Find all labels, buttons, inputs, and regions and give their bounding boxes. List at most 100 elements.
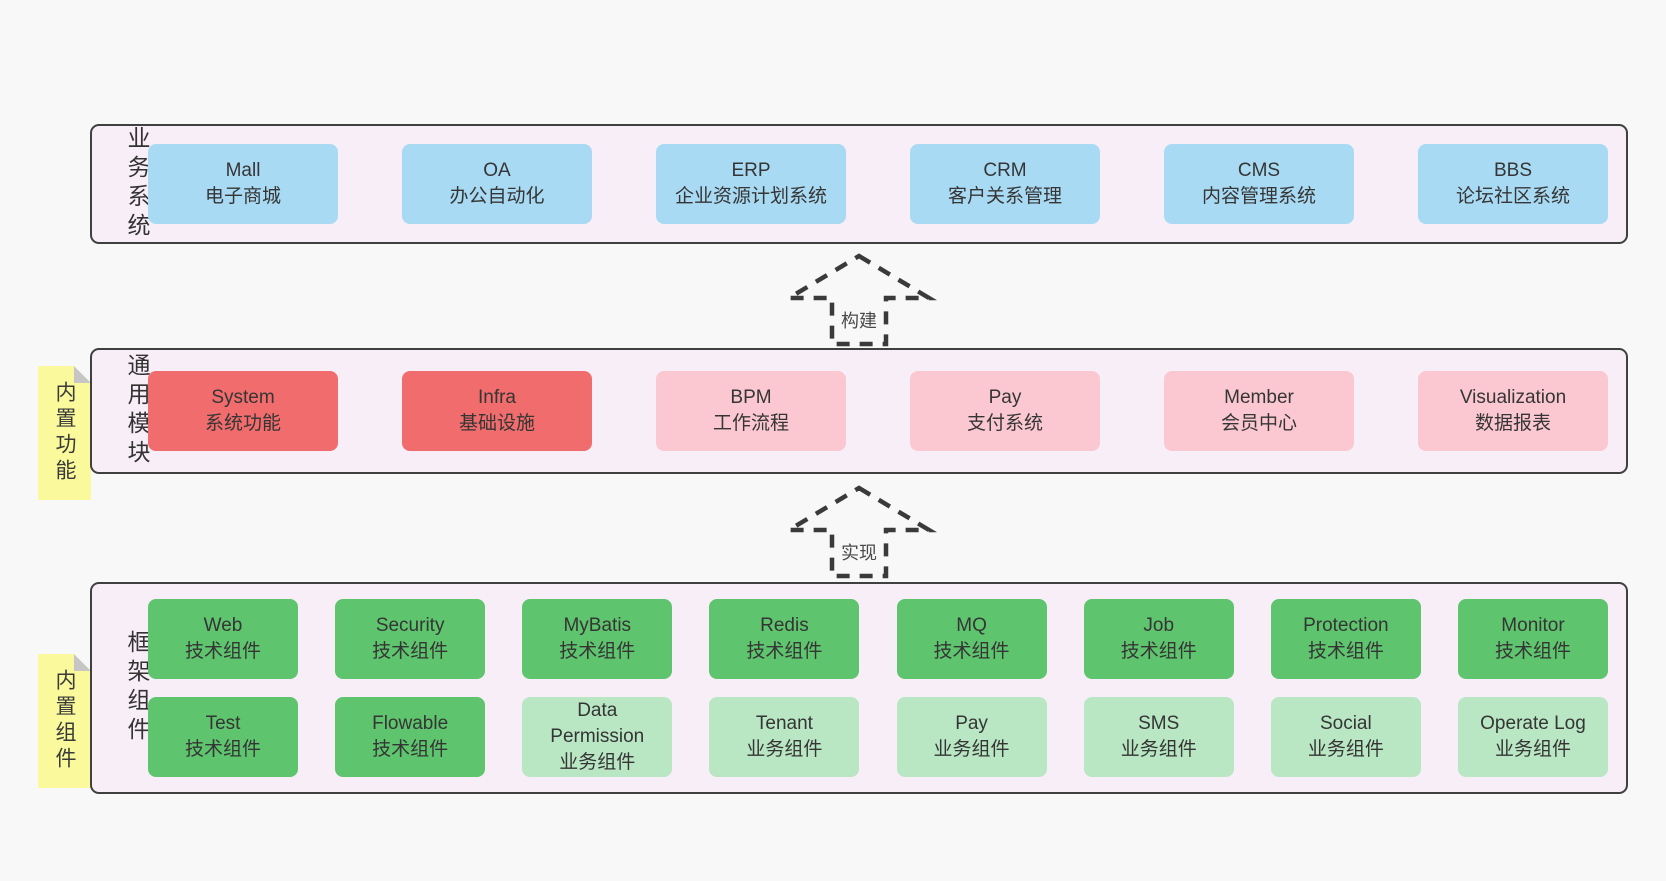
builtin-components-tag: 内置组件 [38,654,91,788]
framework-components-layer: 框架组件 Web 技术组件 Security 技术组件 MyBatis 技术组件… [90,582,1628,794]
folded-corner-icon [74,654,91,671]
box-title: Social [1319,712,1372,734]
business-systems-layer: 业务系统 Mall 电子商城 OA 办公自动化 ERP 企业资源计划系统 CRM… [90,124,1628,244]
box-title: SMS [1138,712,1180,734]
implement-arrow-label: 实现 [836,537,882,567]
box-subtitle: 技术组件 [746,641,823,662]
box-subtitle: 技术组件 [184,641,261,662]
box-tenant: Tenant 业务组件 [709,697,860,777]
box-title: Monitor [1501,614,1565,636]
box-title: Test [205,712,241,734]
box-title: BPM [730,386,772,408]
box-subtitle: 业务组件 [1120,739,1197,760]
box-social: Social 业务组件 [1270,697,1421,777]
box-pay-module: Pay 支付系统 [910,371,1100,451]
box-title: Job [1143,614,1175,636]
box-mybatis: MyBatis 技术组件 [522,599,673,679]
box-visualization: Visualization 数据报表 [1418,371,1608,451]
common-modules-boxes: System 系统功能 Infra 基础设施 BPM 工作流程 Pay 支付系统… [148,371,1626,451]
box-subtitle: 工作流程 [712,413,789,434]
box-title: MyBatis [563,614,632,636]
box-title: CRM [983,159,1027,181]
common-modules-label: 通用模块 [124,353,150,469]
box-subtitle: 客户关系管理 [947,186,1062,207]
box-title: Operate Log [1480,712,1586,734]
box-title: Pay [955,712,988,734]
box-title: ERP [731,159,771,181]
box-title: Flowable [372,712,449,734]
box-subtitle: 技术组件 [1120,641,1197,662]
box-mq: MQ 技术组件 [896,599,1047,679]
box-protection: Protection 技术组件 [1270,599,1421,679]
box-subtitle: 数据报表 [1474,413,1551,434]
box-cms: CMS 内容管理系统 [1164,144,1354,224]
business-systems-label: 业务系统 [124,126,150,242]
box-bpm: BPM 工作流程 [656,371,846,451]
up-arrow-icon [780,253,938,347]
box-title: Web [203,614,243,636]
box-mall: Mall 电子商城 [148,144,338,224]
builtin-features-tag-label: 内置功能 [53,381,76,485]
box-subtitle: 办公自动化 [449,186,545,207]
box-title: Member [1224,386,1294,408]
box-data-permission: Data Permission 业务组件 [522,697,673,777]
box-subtitle: 技术组件 [1494,641,1571,662]
box-operate-log: Operate Log 业务组件 [1457,697,1608,777]
box-subtitle: 基础设施 [458,413,535,434]
box-crm: CRM 客户关系管理 [910,144,1100,224]
box-system: System 系统功能 [148,371,338,451]
box-title: Redis [760,614,809,636]
box-subtitle: 业务组件 [1494,739,1571,760]
box-title: Pay [988,386,1022,408]
box-member: Member 会员中心 [1164,371,1354,451]
box-subtitle: 技术组件 [559,641,636,662]
up-arrow-icon [780,485,938,579]
box-erp: ERP 企业资源计划系统 [656,144,846,224]
box-title: Tenant [755,712,813,734]
box-subtitle: 内容管理系统 [1201,186,1316,207]
box-infra: Infra 基础设施 [402,371,592,451]
box-job: Job 技术组件 [1083,599,1234,679]
box-subtitle: 技术组件 [372,641,449,662]
box-subtitle: 技术组件 [184,739,261,760]
box-subtitle: 技术组件 [1307,641,1384,662]
box-pay-component: Pay 业务组件 [896,697,1047,777]
box-subtitle: 企业资源计划系统 [674,186,827,207]
box-title: Security [375,614,445,636]
box-subtitle: 论坛社区系统 [1455,186,1570,207]
box-subtitle: 业务组件 [746,739,823,760]
box-web: Web 技术组件 [148,599,298,679]
box-subtitle: 业务组件 [933,739,1010,760]
framework-components-row-1: Web 技术组件 Security 技术组件 MyBatis 技术组件 Redi… [148,599,1608,679]
box-subtitle: 电子商城 [204,186,281,207]
framework-components-row-2: Test 技术组件 Flowable 技术组件 Data Permission … [148,697,1608,777]
box-flowable: Flowable 技术组件 [335,697,486,777]
box-title: Mall [225,159,261,181]
box-sms: SMS 业务组件 [1083,697,1234,777]
build-arrow: 构建 [744,250,974,350]
box-title: BBS [1493,159,1533,181]
box-bbs: BBS 论坛社区系统 [1418,144,1608,224]
box-monitor: Monitor 技术组件 [1457,599,1608,679]
box-title: OA [483,159,511,181]
box-subtitle: 系统功能 [204,413,281,434]
builtin-features-tag: 内置功能 [38,366,91,500]
folded-corner-icon [74,366,91,383]
common-modules-layer: 通用模块 System 系统功能 Infra 基础设施 BPM 工作流程 Pay… [90,348,1628,474]
box-oa: OA 办公自动化 [402,144,592,224]
box-title: MQ [956,614,987,636]
box-title: Data Permission [550,699,645,747]
box-subtitle: 支付系统 [966,413,1043,434]
box-title: CMS [1237,159,1281,181]
builtin-components-tag-label: 内置组件 [53,669,76,773]
box-title: Infra [477,386,517,408]
framework-components-rows: Web 技术组件 Security 技术组件 MyBatis 技术组件 Redi… [148,599,1626,777]
box-security: Security 技术组件 [335,599,486,679]
box-subtitle: 业务组件 [559,752,636,774]
box-title: Visualization [1459,386,1567,408]
box-subtitle: 技术组件 [372,739,449,760]
build-arrow-label: 构建 [836,305,882,335]
box-test: Test 技术组件 [148,697,298,777]
box-subtitle: 技术组件 [933,641,1010,662]
